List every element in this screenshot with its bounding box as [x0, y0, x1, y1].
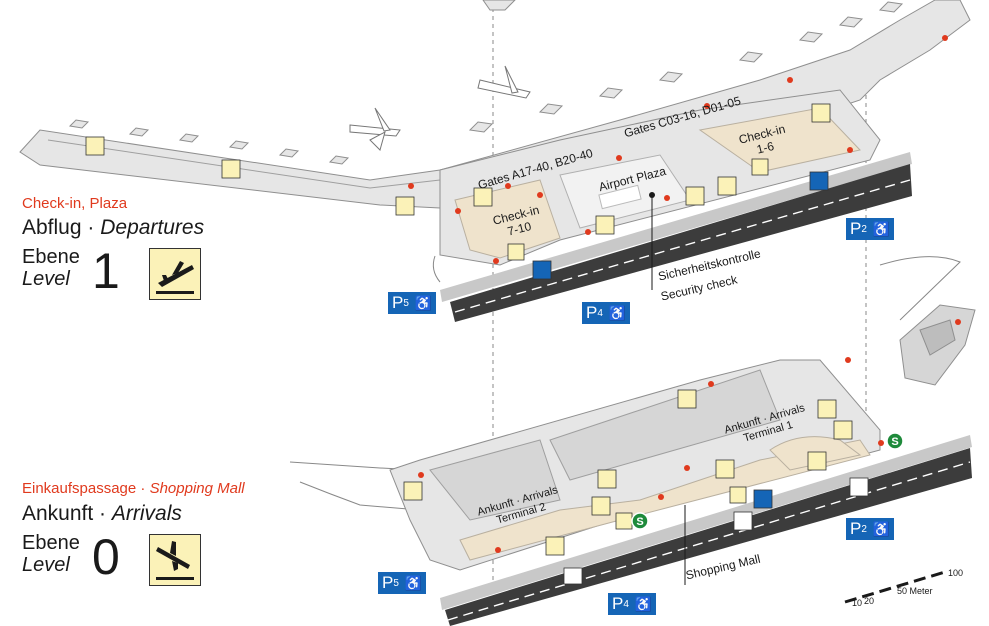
parking-letter: P: [586, 303, 598, 322]
level1-title-sep: ·: [81, 216, 101, 239]
level0-number: 0: [92, 529, 120, 585]
wheelchair-icon: ♿: [414, 294, 433, 311]
parking-number: 5: [393, 577, 399, 589]
scale-tick-10: 10: [852, 598, 863, 608]
level1-number: 1: [92, 243, 120, 299]
parking-letter: P: [382, 573, 394, 592]
svg-text:S: S: [636, 516, 643, 528]
parking-letter: P: [850, 219, 862, 238]
wheelchair-icon: ♿: [634, 595, 653, 612]
parking-number: 4: [597, 307, 603, 319]
level0-category: Einkaufspassage · Shopping Mall: [22, 480, 245, 497]
plane-landing-icon: [149, 534, 201, 586]
level0-category-en: Shopping Mall: [149, 480, 245, 497]
upper-road: [440, 152, 912, 322]
level0-label: Ebene Level: [22, 532, 80, 576]
level0-title-en: Arrivals: [111, 502, 182, 525]
parking-number: 2: [861, 523, 867, 535]
parking-number: 2: [861, 223, 867, 235]
level0-level-de: Ebene: [22, 532, 80, 554]
scale-tick-100: 100: [948, 568, 964, 578]
parking-letter: P: [392, 293, 404, 312]
wheelchair-icon: ♿: [872, 220, 891, 237]
scale-tick-20: 20: [864, 596, 875, 606]
level1-level-en: Level: [22, 268, 70, 290]
plane-takeoff-icon: [149, 248, 201, 300]
level0-title: Ankunft · Arrivals: [22, 502, 182, 526]
level0-level-en: Level: [22, 554, 70, 576]
level1-category: Check-in, Plaza: [22, 195, 128, 212]
level1-title-de: Abflug: [22, 216, 82, 239]
wheelchair-icon: ♿: [608, 304, 627, 321]
scale-unit: 50 Meter: [897, 586, 933, 596]
upper-terminal: [439, 89, 881, 266]
level0-title-sep: ·: [93, 502, 112, 525]
level0-title-de: Ankunft: [22, 502, 94, 525]
lower-terminal: [389, 359, 881, 571]
parking-number: 4: [623, 598, 629, 610]
svg-text:S: S: [891, 436, 898, 448]
parking-letter: P: [612, 594, 624, 613]
level1-title-en: Departures: [100, 216, 205, 239]
level1-label: Ebene Level: [22, 246, 80, 290]
parking-letter: P: [850, 519, 862, 538]
wheelchair-icon: ♿: [404, 574, 423, 591]
level1-title: Abflug · Departures: [22, 216, 204, 240]
level0-category-de: Einkaufspassage ·: [22, 480, 150, 497]
parking-number: 5: [403, 297, 409, 309]
wheelchair-icon: ♿: [872, 520, 891, 537]
level1-level-de: Ebene: [22, 246, 80, 268]
